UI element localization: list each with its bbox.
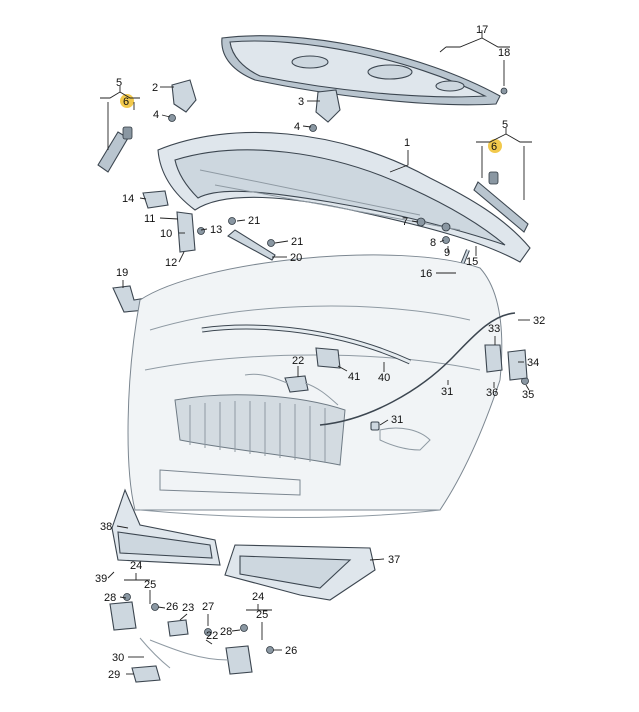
callout-35: 35 (522, 389, 534, 401)
buffer-pad (315, 347, 341, 369)
callout-34: 34 (527, 357, 539, 369)
callout-27: 27 (202, 601, 214, 613)
callout-5-left: 5 (116, 77, 122, 89)
release-cable (319, 312, 516, 426)
callout-17: 17 (476, 24, 488, 36)
callout-1: 1 (404, 137, 410, 149)
callout-13: 13 (210, 224, 222, 236)
clip-right-icon (488, 139, 502, 185)
bonnet-hood (157, 131, 531, 263)
callout-6-left: 6 (123, 96, 129, 108)
callout-29: 29 (108, 669, 120, 681)
callout-26-right: 26 (285, 645, 297, 657)
callout-33: 33 (488, 323, 500, 335)
callout-24-right: 24 (252, 591, 264, 603)
callout-25-left: 25 (144, 579, 156, 591)
callout-28-left: 28 (104, 592, 116, 604)
callout-26-left: 26 (166, 601, 178, 613)
support-rod (201, 324, 412, 365)
release-lever (227, 229, 276, 261)
callout-4-left: 4 (153, 109, 159, 121)
lower-latch-left (109, 601, 189, 683)
callout-2: 2 (152, 82, 158, 94)
hinge-left (171, 79, 197, 113)
callout-4-right: 4 (294, 121, 300, 133)
hood-seal-right (473, 181, 529, 233)
callout-18: 18 (498, 47, 510, 59)
hood-lock (244, 373, 339, 406)
callout-31-center: 31 (391, 414, 403, 426)
latch-bracket-left (142, 190, 196, 253)
callout-22-lower: 22 (206, 630, 218, 642)
callout-16: 16 (420, 268, 432, 280)
callout-9: 9 (444, 247, 450, 259)
hood-insulation-panel (221, 35, 501, 106)
callout-25-right: 25 (256, 609, 268, 621)
leader-lines (100, 30, 532, 675)
callout-23: 23 (182, 602, 194, 614)
callout-24-left: 24 (130, 560, 142, 572)
callout-41: 41 (348, 371, 360, 383)
callout-22-upper: 22 (292, 355, 304, 367)
callout-19: 19 (116, 267, 128, 279)
callout-39: 39 (95, 573, 107, 585)
plenum-panel-left (111, 488, 221, 566)
lower-latch-right (149, 639, 253, 675)
callout-30: 30 (112, 652, 124, 664)
callout-8: 8 (430, 237, 436, 249)
callout-14: 14 (122, 193, 134, 205)
callout-21-upper: 21 (248, 215, 260, 227)
callout-5-right: 5 (502, 119, 508, 131)
callout-21-lower: 21 (291, 236, 303, 248)
callout-11: 11 (144, 213, 155, 225)
plenum-panel-right (224, 544, 376, 601)
callout-32: 32 (533, 315, 545, 327)
clip-left-icon (120, 94, 134, 140)
callout-12: 12 (165, 257, 177, 269)
callout-3: 3 (298, 96, 304, 108)
callout-28-right: 28 (220, 626, 232, 638)
callout-7: 7 (402, 216, 408, 228)
callout-40: 40 (378, 372, 390, 384)
callout-36: 36 (486, 387, 498, 399)
callout-20: 20 (290, 252, 302, 264)
cable-clip (370, 421, 380, 431)
callout-10: 10 (160, 228, 172, 240)
callout-37: 37 (388, 554, 400, 566)
car-front-body (127, 254, 503, 518)
callout-labels: 17 18 5 6 2 3 4 4 5 6 1 14 11 13 21 10 2… (95, 24, 545, 681)
callout-6-right: 6 (491, 141, 497, 153)
callout-31-right: 31 (441, 386, 453, 398)
callout-15: 15 (466, 256, 478, 268)
callout-38: 38 (100, 521, 112, 533)
hinge-right (315, 89, 341, 123)
